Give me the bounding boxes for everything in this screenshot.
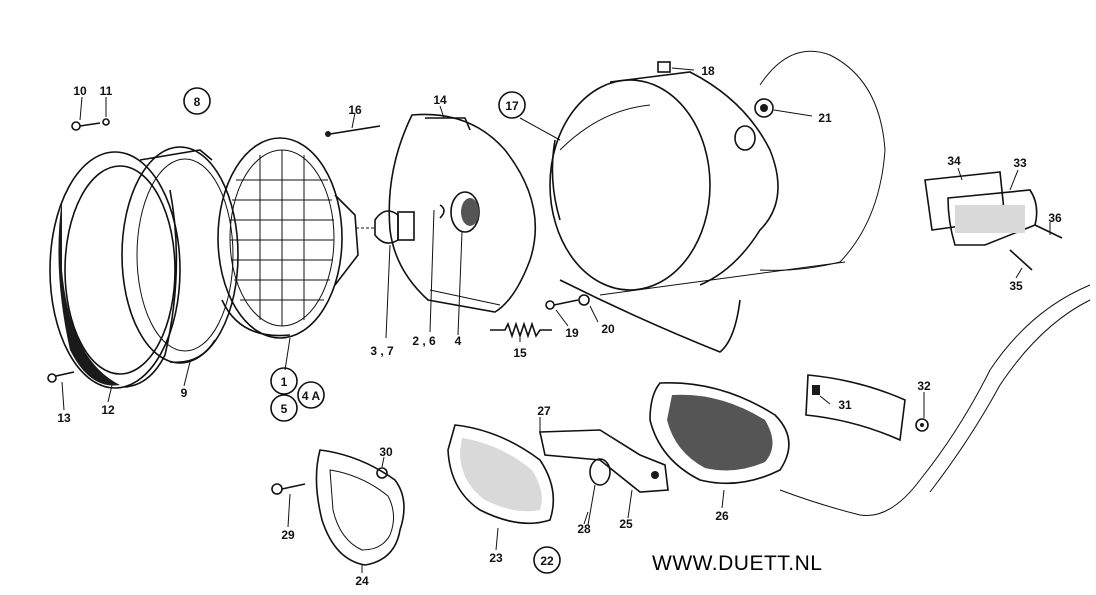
spring-part (490, 321, 552, 339)
label-32: 32 (917, 379, 931, 393)
label-34: 34 (947, 154, 961, 168)
body-outline (599, 50, 1091, 517)
inner-rim-part (121, 146, 239, 364)
indicator-bezel-part (315, 449, 405, 566)
part-labels: 8 17 1 5 4 A 22 10 11 13 12 9 16 14 18 2… (57, 64, 1062, 588)
label-30: 30 (379, 445, 393, 459)
label-1: 1 (281, 375, 288, 389)
label-24: 24 (355, 574, 369, 588)
label-35: 35 (1009, 279, 1023, 293)
label-29: 29 (281, 528, 295, 542)
label-26: 26 (715, 509, 729, 523)
screw-16-part (325, 125, 381, 137)
bulb-part (356, 210, 415, 339)
label-15: 15 (513, 346, 527, 360)
bulb-holder-part (450, 191, 480, 336)
label-14: 14 (433, 93, 447, 107)
label-28: 28 (577, 522, 591, 536)
label-2-6: 2 , 6 (412, 334, 436, 348)
label-21: 21 (818, 111, 832, 125)
label-33: 33 (1013, 156, 1027, 170)
bulb-bracket-part (539, 429, 669, 493)
small-bulb-part (587, 458, 611, 526)
plate-bracket-part (805, 374, 906, 442)
screw-29-part (271, 467, 388, 495)
screw-19-part (545, 294, 590, 310)
label-22: 22 (540, 554, 554, 568)
label-16: 16 (348, 103, 362, 117)
headlamp-lens-part (217, 137, 359, 339)
label-19: 19 (565, 326, 579, 340)
small-screws (47, 118, 110, 383)
label-8: 8 (194, 95, 201, 109)
label-3-7: 3 , 7 (370, 344, 394, 358)
indicator-lens-part (447, 424, 555, 525)
website-watermark: WWW.DUETT.NL (652, 552, 823, 575)
label-18: 18 (701, 64, 715, 78)
reflector-housing-part (388, 113, 537, 313)
nut-18-part (657, 61, 671, 73)
label-31: 31 (838, 398, 852, 412)
label-12: 12 (101, 403, 115, 417)
label-36: 36 (1048, 211, 1062, 225)
headlamp-shell-part (549, 71, 779, 353)
rear-lamp-part (924, 171, 1063, 271)
label-circles (183, 87, 561, 574)
label-20: 20 (601, 322, 615, 336)
label-27: 27 (537, 404, 551, 418)
label-4a: 4 A (302, 389, 321, 403)
tail-lamp-lens-part (649, 381, 790, 485)
label-10: 10 (73, 84, 87, 98)
bezel-ring-part (49, 151, 181, 389)
label-17: 17 (505, 99, 519, 113)
leader-lines (61, 67, 1051, 573)
grommet-part (754, 98, 774, 118)
label-13: 13 (57, 411, 71, 425)
label-5: 5 (281, 402, 288, 416)
label-9: 9 (181, 386, 188, 400)
label-25: 25 (619, 517, 633, 531)
nut-32-part (915, 418, 929, 432)
label-23: 23 (489, 551, 503, 565)
label-4: 4 (455, 334, 462, 348)
label-11: 11 (100, 84, 113, 98)
